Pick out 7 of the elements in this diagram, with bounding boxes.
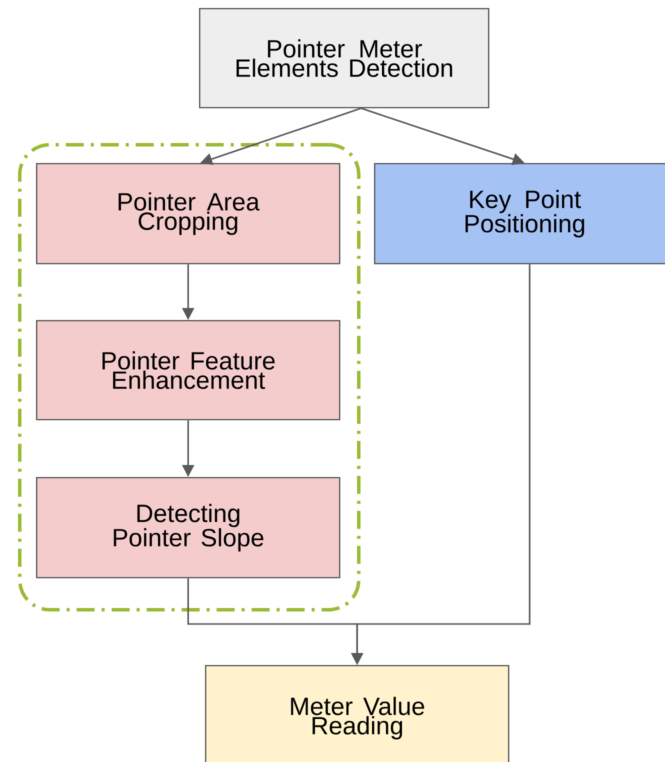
process-box: Meter Value Reading	[205, 665, 510, 762]
process-box: Key Point Positioning	[374, 163, 665, 264]
group-frame	[18, 143, 360, 612]
process-box: Detecting Pointer Slope	[36, 477, 340, 578]
process-box: Pointer Area Cropping	[36, 163, 340, 264]
process-box: Pointer Meter Elements Detection	[199, 8, 490, 108]
process-box: Pointer Feature Enhancement	[36, 320, 340, 420]
